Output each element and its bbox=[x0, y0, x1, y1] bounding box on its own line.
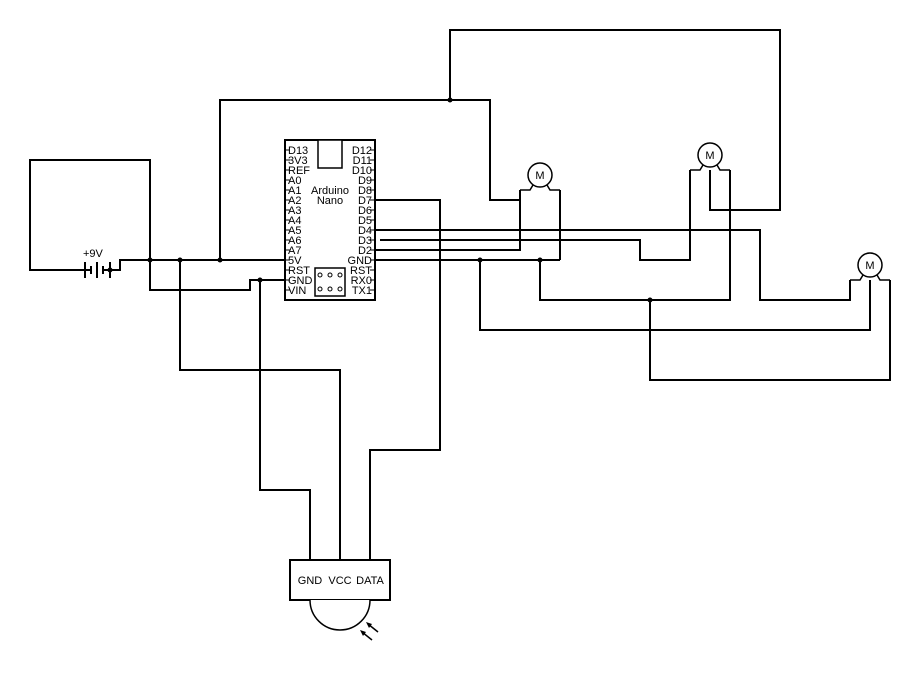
left-pin-label: A7 bbox=[288, 245, 301, 257]
left-pin-label: RST bbox=[288, 265, 310, 277]
board-title-line1: Arduino bbox=[311, 185, 349, 197]
left-pin-label: A6 bbox=[288, 235, 301, 247]
ground-rail-right bbox=[375, 257, 560, 263]
right-pin-label: D2 bbox=[358, 245, 372, 257]
sensor-pin-gnd: GND bbox=[298, 575, 323, 587]
right-pin-label: D5 bbox=[358, 215, 372, 227]
left-pin-label: A2 bbox=[288, 195, 301, 207]
motor-3-label: M bbox=[865, 260, 874, 272]
right-pin-label: D7 bbox=[358, 195, 372, 207]
left-pin-label: VIN bbox=[288, 285, 306, 297]
light-sensor-module: GND VCC DATA bbox=[289, 559, 391, 641]
board-title-line2: Nano bbox=[317, 195, 343, 207]
left-pin-label: A3 bbox=[288, 205, 301, 217]
motor-3: M bbox=[850, 252, 890, 281]
left-pin-label: D13 bbox=[288, 145, 308, 157]
sensor-dome bbox=[309, 599, 371, 631]
ground-rail-left bbox=[149, 260, 290, 291]
motor-3-wires bbox=[375, 229, 891, 381]
sensor-pin-vcc: VCC bbox=[328, 575, 351, 587]
right-pin-label: D9 bbox=[358, 175, 372, 187]
right-pin-label: TX1 bbox=[352, 285, 372, 297]
icsp-header bbox=[314, 267, 346, 297]
right-pin-label: RX0 bbox=[351, 275, 372, 287]
motor-2: M bbox=[690, 142, 730, 171]
sensor-data-wire bbox=[369, 199, 441, 560]
right-pin-label: GND bbox=[348, 255, 373, 267]
left-pin-label: A0 bbox=[288, 175, 301, 187]
right-pin-label: D6 bbox=[358, 205, 372, 217]
battery-9v: +9V bbox=[83, 248, 150, 278]
junction-dot bbox=[107, 267, 113, 273]
battery-label: +9V bbox=[83, 248, 104, 260]
left-pin-label: 5V bbox=[288, 255, 302, 267]
motor-2-label: M bbox=[705, 150, 714, 162]
sensor-gnd-wire bbox=[259, 280, 311, 560]
right-pin-label: D4 bbox=[358, 225, 372, 237]
right-pin-label: D3 bbox=[358, 235, 372, 247]
right-pin-label: RST bbox=[350, 265, 372, 277]
arduino-nano-board: Arduino Nano D133V3REFA0A1A2A3A4A5A6A75V… bbox=[284, 139, 376, 301]
battery-loop-wire bbox=[29, 159, 151, 271]
left-pin-label: REF bbox=[288, 165, 310, 177]
sensor-pin-data: DATA bbox=[356, 575, 384, 587]
motor-1-label: M bbox=[535, 170, 544, 182]
light-arrows-icon bbox=[360, 622, 379, 641]
right-pin-label: D10 bbox=[352, 165, 372, 177]
right-pin-label: D12 bbox=[352, 145, 372, 157]
motor-1: M bbox=[520, 162, 560, 191]
right-pin-label: D8 bbox=[358, 185, 372, 197]
right-pin-label: D11 bbox=[353, 155, 372, 167]
left-pin-label: GND bbox=[288, 275, 313, 287]
motor-1-wires bbox=[375, 190, 561, 260]
left-pin-label: A1 bbox=[288, 185, 301, 197]
left-pin-label: A5 bbox=[288, 225, 301, 237]
left-pin-label: A4 bbox=[288, 215, 301, 227]
left-pin-label: 3V3 bbox=[288, 155, 308, 167]
usb-connector bbox=[317, 139, 343, 169]
